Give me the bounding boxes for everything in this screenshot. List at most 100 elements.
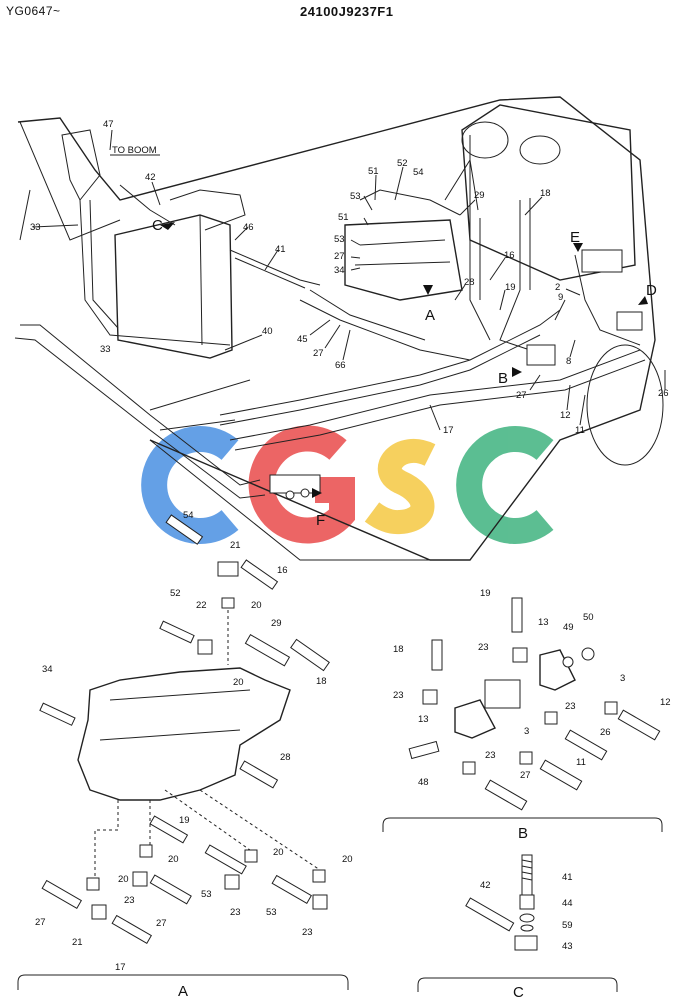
part-label: 8 [566,356,571,367]
part-label: 3 [620,673,625,684]
watermark-letter-g [248,425,355,544]
part-label: 43 [562,941,573,952]
detail-b: 19 13 49 50 18 23 3 12 23 13 23 26 3 48 … [382,588,671,842]
to-boom-label: TO BOOM [112,145,157,156]
part-label: 40 [262,326,273,337]
watermark [141,425,554,544]
part-label: 29 [271,618,282,629]
view-label-e: E [570,229,580,246]
part-label: 20 [342,854,353,865]
part-label: 23 [565,701,576,712]
part-label: 20 [118,874,129,885]
part-label: 52 [170,588,181,599]
part-label: 27 [520,770,531,781]
view-label-f: F [316,512,325,529]
part-label: 53 [266,907,277,918]
view-label-d: D [646,282,657,299]
part-label: 22 [196,600,207,611]
main-assembly: TO BOOM 47 42 33 33 46 41 40 51 52 54 53… [14,96,669,561]
part-label: 66 [335,360,346,371]
part-label: 27 [156,918,167,929]
part-label: 28 [280,752,291,763]
watermark-letter-c2 [456,426,554,544]
part-label: 21 [72,937,83,948]
part-label: 49 [563,622,574,633]
part-label: 19 [179,815,190,826]
view-label-a: A [425,307,435,324]
part-label: 20 [168,854,179,865]
part-label: 23 [124,895,135,906]
part-label: 47 [103,119,114,130]
part-label: 3 [524,726,529,737]
part-label: 41 [562,872,573,883]
part-label: 26 [600,727,611,738]
part-label: 23 [478,642,489,653]
part-label: 51 [338,212,349,223]
part-label: 21 [230,540,241,551]
part-label: 27 [35,917,46,928]
part-label: 16 [277,565,288,576]
part-label: 27 [516,390,527,401]
part-label: 45 [297,334,308,345]
part-label: 28 [464,277,475,288]
view-label-b: B [498,370,508,387]
part-label: 23 [485,750,496,761]
part-label: 44 [562,898,573,909]
section-title-b: B [518,825,528,842]
part-label: 53 [334,234,345,245]
detail-c: 41 42 44 59 43 C [417,854,618,1000]
part-label: 26 [658,388,669,399]
part-label: 20 [233,677,244,688]
part-label: 27 [334,251,345,262]
part-label: 59 [562,920,573,931]
view-label-c: C [152,217,163,234]
header-drawing-number: 24100J9237F1 [300,4,394,19]
part-label: 53 [201,889,212,900]
part-label: 23 [302,927,313,938]
part-label: 42 [145,172,156,183]
part-label: 33 [30,222,41,233]
part-label: 12 [660,697,671,708]
section-title-c: C [513,984,524,1000]
part-label: 18 [540,188,551,199]
part-label: 23 [393,690,404,701]
section-title-a: A [178,983,188,1000]
part-label: 11 [575,425,585,436]
part-label: 19 [505,282,516,293]
part-label: 27 [313,348,324,359]
part-label: 53 [350,191,361,202]
part-label: 9 [558,292,563,303]
part-label: 23 [230,907,241,918]
part-label: 34 [42,664,53,675]
part-label: 51 [368,166,379,177]
part-label: 13 [538,617,549,628]
part-label: 18 [316,676,327,687]
part-label: 20 [273,847,284,858]
watermark-letter-c1 [141,426,239,544]
part-label: 19 [480,588,491,599]
part-label: 13 [418,714,429,725]
part-label: 48 [418,777,429,788]
part-label: 54 [413,167,424,178]
part-label: 11 [576,757,586,768]
part-label: 34 [334,265,345,276]
detail-a: 54 21 16 52 22 20 29 20 18 34 28 19 20 2… [17,510,353,1000]
part-label: 50 [583,612,594,623]
part-label: 17 [443,425,454,436]
part-label: 17 [115,962,126,973]
part-label: 29 [474,190,485,201]
part-label: 20 [251,600,262,611]
part-label: 33 [100,344,111,355]
watermark-letter-s [364,438,436,535]
part-label: 42 [480,880,491,891]
part-label: 2 [555,282,560,293]
part-label: 54 [183,510,194,521]
header-model-code: YG0647~ [6,4,61,18]
part-label: 52 [397,158,408,169]
part-label: 16 [504,250,515,261]
part-label: 41 [275,244,286,255]
part-label: 18 [393,644,404,655]
part-label: 46 [243,222,254,233]
